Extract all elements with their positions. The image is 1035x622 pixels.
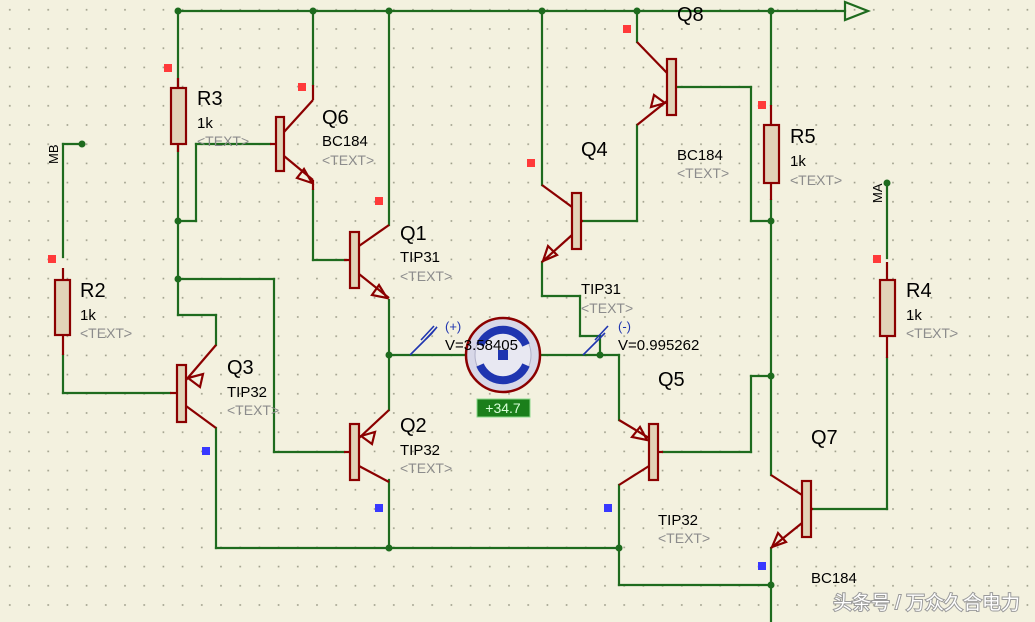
transistor-q2[interactable] — [344, 409, 390, 483]
q2-value: TIP32 — [400, 442, 440, 459]
terminal-ma-dot — [883, 179, 891, 187]
resistor-r4[interactable] — [878, 262, 897, 358]
logic-low-marker — [375, 504, 383, 512]
power-terminal-icon[interactable] — [843, 0, 872, 22]
junction-dot — [767, 7, 775, 15]
probe-left-voltage: V=3.58405 — [445, 337, 518, 354]
transistors — [170, 41, 813, 549]
resistor-r3[interactable] — [169, 78, 188, 152]
q7-label: Q7 — [811, 427, 838, 449]
wires — [61, 9, 889, 622]
q5-value: TIP32 — [658, 512, 698, 529]
q3-label: Q3 — [227, 357, 254, 379]
q1-value: TIP31 — [400, 249, 440, 266]
r5-value: 1k — [790, 153, 806, 170]
junction-dot — [174, 275, 182, 283]
transistor-q7[interactable] — [769, 474, 813, 549]
transistor-q5[interactable] — [618, 419, 663, 486]
logic-high-marker — [758, 101, 766, 109]
q6-text: <TEXT> — [322, 152, 374, 168]
terminal-mb-dot — [78, 140, 86, 148]
logic-markers — [48, 25, 881, 570]
q2-label: Q2 — [400, 415, 427, 437]
net-label-mb: MB — [46, 145, 61, 165]
q8-label: Q8 — [677, 4, 704, 26]
r5-label: R5 — [790, 126, 816, 148]
r3-label: R3 — [197, 88, 223, 110]
logic-low-marker — [758, 562, 766, 570]
watermark: 头条号 / 万众久合电力 — [833, 592, 1020, 614]
junction-dot — [385, 544, 393, 552]
motor-speed-readout: +34.7 — [485, 400, 521, 416]
resistor-r2[interactable] — [53, 268, 72, 355]
q1-text: <TEXT> — [400, 268, 452, 284]
q4-tip-value: TIP31 — [581, 281, 621, 298]
transistor-q6[interactable] — [270, 85, 315, 190]
junctions — [78, 7, 891, 589]
junction-dot — [174, 217, 182, 225]
transistor-q4[interactable] — [541, 184, 583, 263]
dc-motor[interactable] — [464, 316, 542, 394]
junction-dot — [596, 351, 604, 359]
junction-dot — [615, 544, 623, 552]
logic-high-marker — [48, 255, 56, 263]
q1-label: Q1 — [400, 223, 427, 245]
r2-text: <TEXT> — [80, 325, 132, 341]
q5-label: Q5 — [658, 369, 685, 391]
voltage-probe-right[interactable] — [582, 325, 609, 356]
junction-dot — [385, 7, 393, 15]
motor-speed-readout-box — [476, 398, 531, 418]
logic-high-marker — [527, 159, 535, 167]
r3-text: <TEXT> — [197, 133, 249, 149]
probe-right-voltage: V=0.995262 — [618, 337, 699, 354]
r2-label: R2 — [80, 280, 106, 302]
q4-tip-text: <TEXT> — [581, 300, 633, 316]
voltage-probe-left[interactable] — [409, 325, 438, 356]
q7-value: BC184 — [811, 570, 857, 587]
junction-dot — [538, 7, 546, 15]
q5-text: <TEXT> — [658, 530, 710, 546]
logic-low-marker — [202, 447, 210, 455]
q2-text: <TEXT> — [400, 460, 452, 476]
r3-value: 1k — [197, 115, 213, 132]
logic-high-marker — [164, 64, 172, 72]
junction-dot — [174, 7, 182, 15]
net-label-ma: MA — [870, 183, 885, 203]
q3-text: <TEXT> — [227, 402, 279, 418]
r4-label: R4 — [906, 280, 932, 302]
q4-text: <TEXT> — [677, 165, 729, 181]
q4-label: Q4 — [581, 139, 608, 161]
probe-left-polarity: (+) — [445, 319, 461, 334]
junction-dot — [767, 581, 775, 589]
junction-dot — [309, 7, 317, 15]
logic-high-marker — [873, 255, 881, 263]
logic-high-marker — [298, 83, 306, 91]
r5-text: <TEXT> — [790, 172, 842, 188]
resistors — [53, 78, 897, 358]
junction-dot — [633, 7, 641, 15]
q3-value: TIP32 — [227, 384, 267, 401]
junction-dot — [767, 217, 775, 225]
r2-value: 1k — [80, 307, 96, 324]
q6-value: BC184 — [322, 133, 368, 150]
q4-value: BC184 — [677, 147, 723, 164]
logic-low-marker — [604, 504, 612, 512]
r4-value: 1k — [906, 307, 922, 324]
transistor-q3[interactable] — [170, 344, 217, 429]
resistor-r5[interactable] — [762, 105, 781, 200]
logic-high-marker — [375, 197, 383, 205]
junction-dot — [385, 351, 393, 359]
transistor-q1[interactable] — [344, 224, 390, 300]
junction-dot — [767, 372, 775, 380]
probe-right-polarity: (-) — [618, 319, 631, 334]
q6-label: Q6 — [322, 107, 349, 129]
r4-text: <TEXT> — [906, 325, 958, 341]
transistor-q8[interactable] — [636, 41, 678, 126]
logic-high-marker — [623, 25, 631, 33]
